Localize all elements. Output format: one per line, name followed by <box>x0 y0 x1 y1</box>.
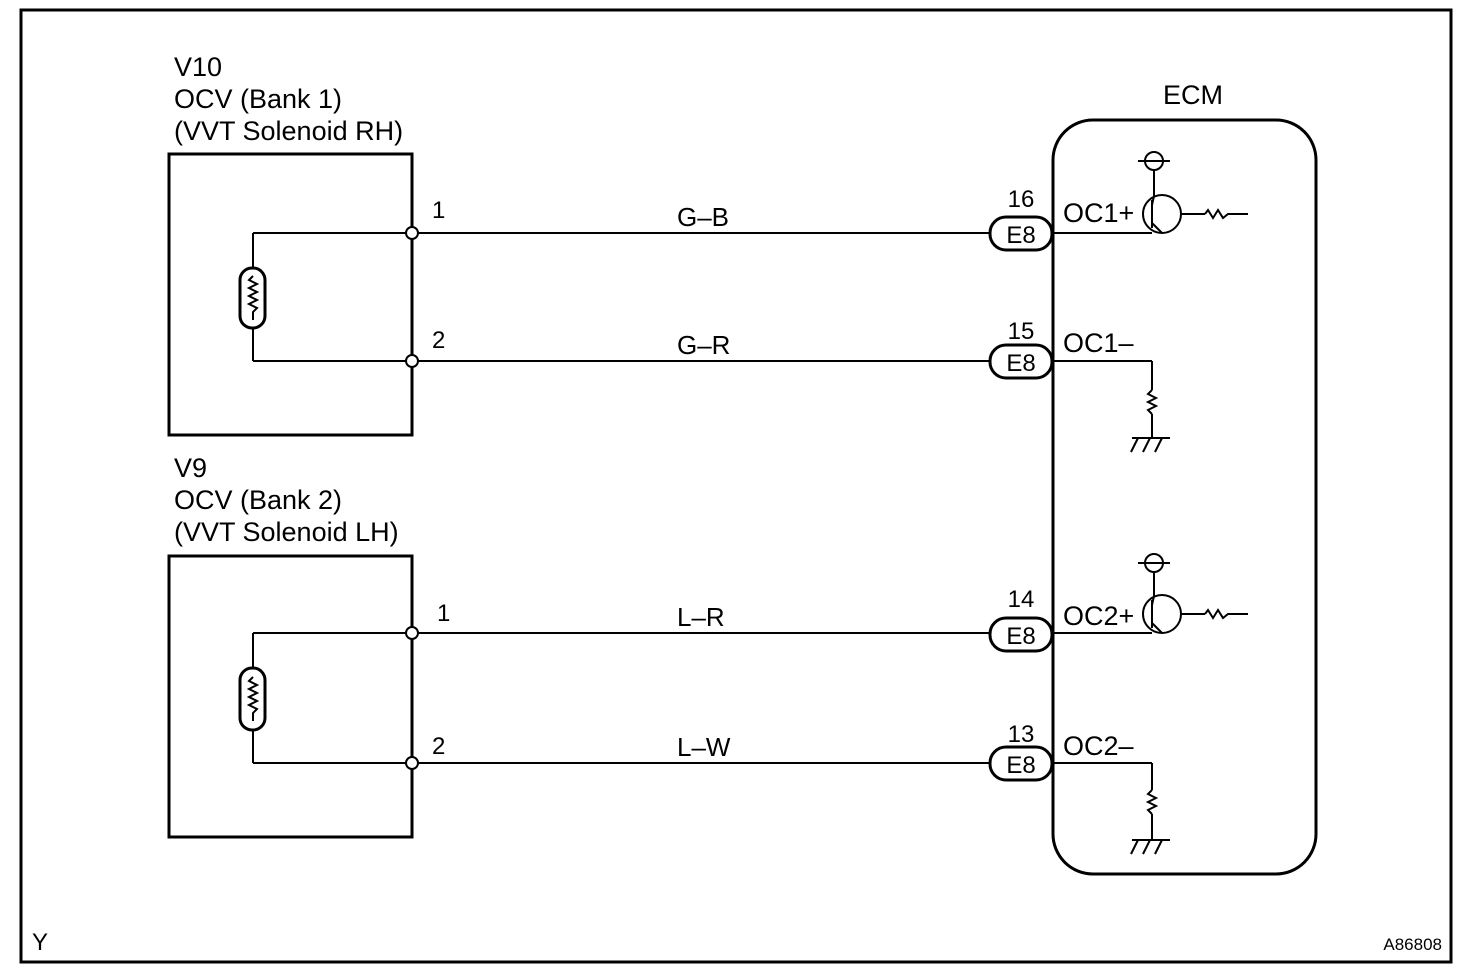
ecm-signal-oc1-minus: OC1– <box>1063 328 1134 358</box>
v10-box <box>167 152 414 437</box>
v9-terminal-1 <box>405 626 419 640</box>
ecm-pin-number: 13 <box>1008 721 1035 748</box>
v9-code: V9 <box>174 453 207 483</box>
connector-label: E8 <box>1006 623 1035 650</box>
ecm-driver-transistor-1 <box>1052 151 1248 234</box>
wire-color-label: G–R <box>677 330 730 360</box>
connector-e8-15: E8 15 <box>988 318 1054 380</box>
ecm-ground-resistor-1 <box>1052 360 1170 453</box>
v9-name: OCV (Bank 2) <box>174 485 342 515</box>
v9-box <box>167 554 414 839</box>
connector-label: E8 <box>1006 222 1035 249</box>
v10-solenoid-coil <box>238 232 412 362</box>
ecm-signal-oc1-plus: OC1+ <box>1063 198 1134 228</box>
ecm-pin-number: 14 <box>1008 586 1035 613</box>
v9-pin-label-2: 2 <box>432 733 445 760</box>
v10-desc: (VVT Solenoid RH) <box>174 116 403 146</box>
v9-solenoid-coil <box>238 632 412 764</box>
connector-e8-13: E8 13 <box>988 721 1054 782</box>
wire-color-label: L–R <box>677 602 725 632</box>
ecm-label: ECM <box>1163 80 1223 110</box>
connector-e8-16: E8 16 <box>988 186 1054 252</box>
wire-color-label: G–B <box>677 202 729 232</box>
diagram-frame <box>19 8 1453 964</box>
v9-terminal-2 <box>405 756 419 770</box>
ecm-signal-oc2-minus: OC2– <box>1063 731 1134 761</box>
ecm-signal-oc2-plus: OC2+ <box>1063 601 1134 631</box>
ecm-pin-number: 15 <box>1008 318 1035 345</box>
v9-pin-label-1: 1 <box>437 600 450 627</box>
ecm-box <box>1051 118 1318 876</box>
v9-desc: (VVT Solenoid LH) <box>174 517 399 547</box>
figure-code: A86808 <box>1383 935 1442 954</box>
connector-e8-14: E8 14 <box>988 586 1054 653</box>
ecm-ground-resistor-2 <box>1052 762 1170 855</box>
v10-pin-label-2: 2 <box>432 327 445 354</box>
v10-code: V10 <box>174 52 222 82</box>
v10-terminal-2 <box>405 354 419 368</box>
wire-color-label: L–W <box>677 732 731 762</box>
footer-left-mark: Y <box>32 929 48 956</box>
ecm-pin-number: 16 <box>1008 186 1035 213</box>
v10-terminal-1 <box>405 226 419 240</box>
v10-pin-label-1: 1 <box>432 197 445 224</box>
v10-name: OCV (Bank 1) <box>174 84 342 114</box>
connector-label: E8 <box>1006 752 1035 779</box>
ecm-driver-transistor-2 <box>1052 553 1248 634</box>
connector-label: E8 <box>1006 350 1035 377</box>
